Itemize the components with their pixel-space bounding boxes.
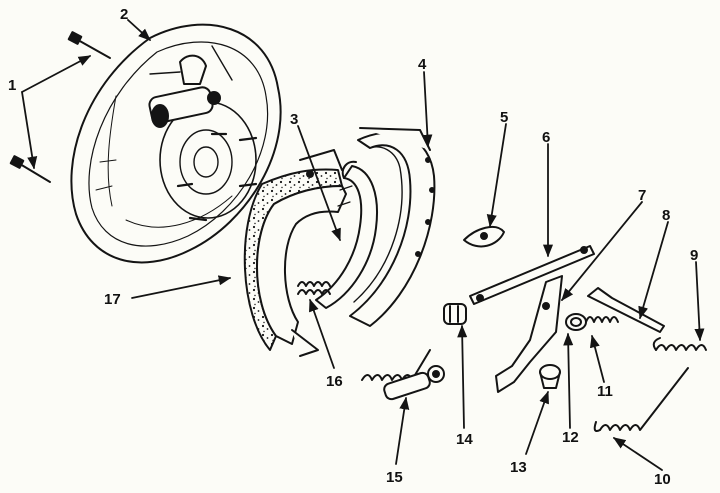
adjuster-screw-assembly: [361, 349, 445, 401]
adjuster-nut: [443, 303, 467, 325]
brake-shoe-secondary: [349, 127, 436, 327]
callout-13: 13: [510, 459, 527, 476]
callout-12: 12: [562, 429, 579, 446]
callout-14: 14: [456, 431, 473, 448]
callout-10: 10: [654, 471, 671, 488]
callout-2: 2: [120, 6, 128, 23]
callout-numbers: 1 2 3 4 5 6 7 8 9 10 11 12 13 14 15 16 1…: [8, 6, 698, 488]
adjusting-lever: [495, 275, 563, 393]
callout-15: 15: [386, 469, 403, 486]
brake-shoe-lined: [243, 149, 347, 357]
callout-9: 9: [690, 247, 698, 264]
callout-5: 5: [500, 109, 508, 126]
adjuster-link: [469, 245, 595, 305]
coil-spring: [585, 316, 619, 323]
backing-plate: [70, 23, 282, 264]
callout-7: 7: [638, 187, 646, 204]
backing-plate-bolts: [9, 31, 111, 183]
anchor-plate: [463, 225, 505, 248]
return-spring-small: [652, 337, 707, 351]
callout-8: 8: [662, 207, 670, 224]
callout-11: 11: [597, 383, 613, 400]
callout-17: 17: [104, 291, 121, 308]
return-spring-large: [593, 367, 689, 432]
brake-shoe-web: [315, 160, 378, 309]
cable-guide: [587, 287, 665, 333]
callout-1: 1: [8, 77, 16, 94]
retainer-cup: [539, 364, 561, 389]
leader-lines: [21, 19, 705, 471]
lever-return-spring: [565, 313, 587, 331]
hold-down-spring: [297, 281, 331, 295]
callout-4: 4: [418, 56, 427, 73]
callout-16: 16: [326, 373, 343, 390]
callout-6: 6: [542, 129, 550, 146]
callout-3: 3: [290, 111, 298, 128]
